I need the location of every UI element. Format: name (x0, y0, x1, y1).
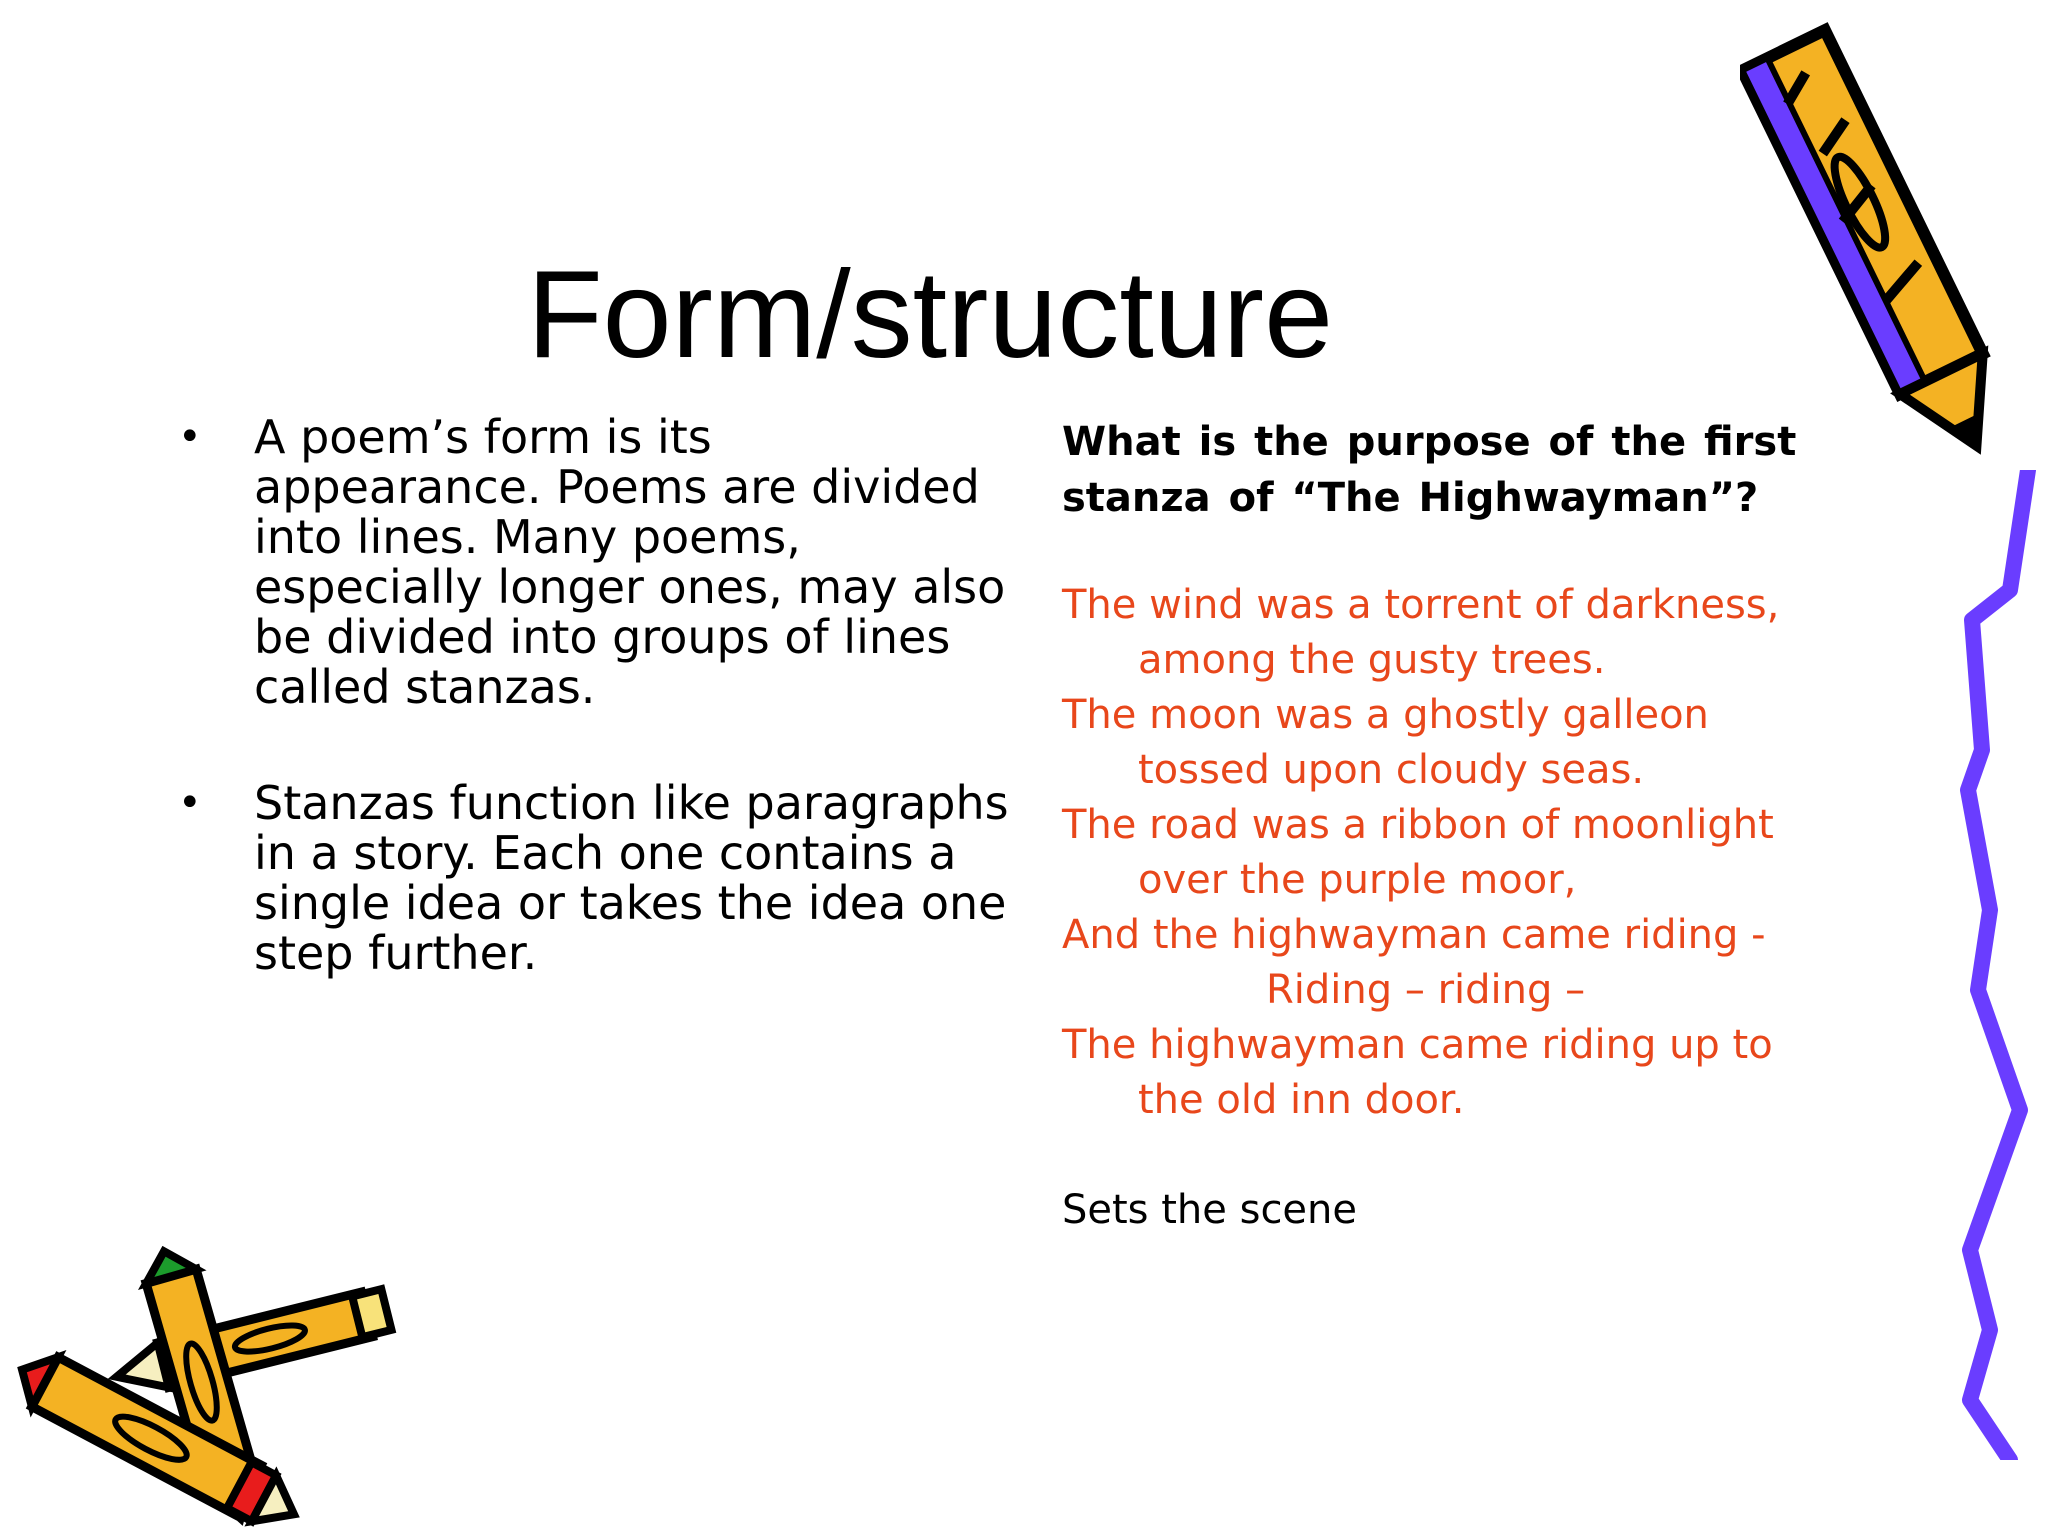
poem-line: among the gusty trees. (1138, 637, 1606, 683)
right-column: What is the purpose of the first stanza … (1062, 414, 1862, 1238)
poem-line: And the highwayman came riding - (1062, 912, 1766, 958)
poem-line: The road was a ribbon of moonlight (1062, 802, 1774, 848)
poem-line: the old inn door. (1138, 1077, 1465, 1123)
poem-line: The wind was a torrent of darkness, (1062, 582, 1780, 628)
poem-stanza: The wind was a torrent of darkness, amon… (1062, 578, 1862, 1128)
bullet-marker: • (178, 414, 202, 460)
poem-line: Riding – riding – (1266, 967, 1586, 1013)
poem-line: over the purple moor, (1138, 857, 1577, 903)
question-text: What is the purpose of the first stanza … (1062, 419, 1797, 521)
bullet-text: A poem’s form is its appearance. Poems a… (254, 410, 1006, 714)
left-column: • A poem’s form is its appearance. Poems… (160, 412, 1010, 1044)
poem-line: The highwayman came riding up to (1062, 1022, 1773, 1068)
squiggle-line (1960, 470, 2036, 1460)
bullet-marker: • (178, 780, 202, 826)
bullet-item: • Stanzas function like paragraphs in a … (160, 778, 1010, 978)
answer-text: Sets the scene (1062, 1187, 1357, 1233)
slide-title: Form/structure (526, 246, 1334, 384)
bullet-item: • A poem’s form is its appearance. Poems… (160, 412, 1010, 712)
poem-line: tossed upon cloudy seas. (1138, 747, 1645, 793)
bullet-text: Stanzas function like paragraphs in a st… (254, 776, 1009, 980)
poem-line: The moon was a ghostly galleon (1062, 692, 1709, 738)
crayons-icon (17, 1245, 397, 1527)
pencil-icon (1740, 22, 1991, 455)
